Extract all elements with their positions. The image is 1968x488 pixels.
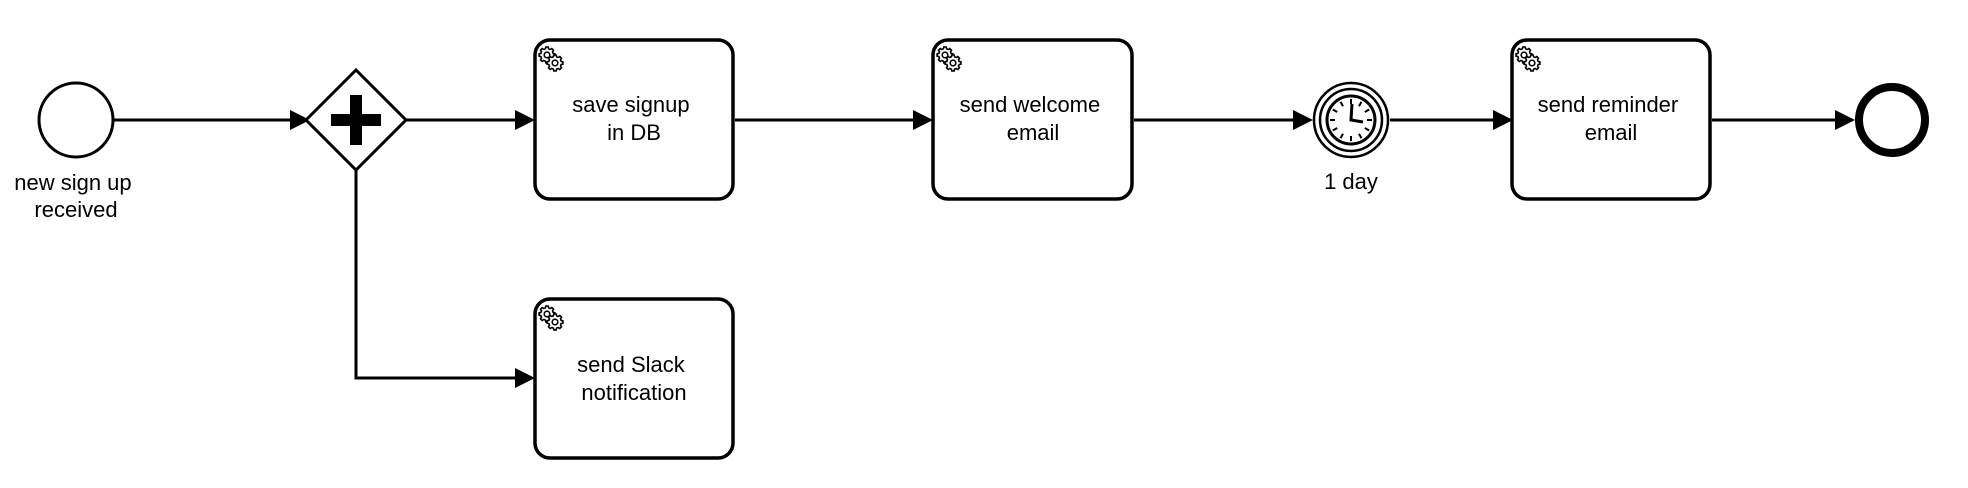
task-send-slack[interactable]: send Slack notification — [533, 297, 735, 460]
start-event-label-line-2: received — [34, 197, 117, 222]
flow-send-reminder-to-end[interactable] — [1712, 110, 1855, 130]
end-event[interactable] — [1855, 83, 1929, 157]
flow-timer-to-send-reminder[interactable] — [1390, 110, 1513, 130]
flow-start-to-gateway[interactable] — [113, 110, 310, 130]
flow-send-welcome-to-timer[interactable] — [1134, 110, 1313, 130]
task-send-welcome[interactable]: send welcome email — [931, 38, 1134, 201]
task-send-reminder[interactable]: send reminder email — [1510, 38, 1712, 201]
start-event-label-line-1: new sign up — [14, 170, 131, 195]
flow-gateway-to-save-signup[interactable] — [405, 110, 535, 130]
timer-event-label-line-1: 1 day — [1324, 169, 1378, 194]
task-send-reminder-label-line-2: email — [1585, 120, 1638, 145]
parallel-gateway[interactable] — [303, 67, 409, 173]
task-send-reminder-box[interactable] — [1510, 38, 1712, 201]
task-send-welcome-label-line-1: send welcome — [960, 92, 1101, 117]
task-send-slack-box[interactable] — [533, 297, 735, 460]
flow-gateway-to-send-slack[interactable] — [354, 169, 535, 388]
task-save-signup-label-line-2: in DB — [607, 120, 661, 145]
task-send-welcome-label-line-2: email — [1007, 120, 1060, 145]
plus-icon — [331, 95, 381, 145]
flow-save-signup-to-send-welcome[interactable] — [735, 110, 933, 130]
clock-icon — [1325, 94, 1377, 146]
timer-event[interactable]: 1 day — [1312, 81, 1390, 194]
sequence-flows — [113, 110, 1855, 388]
timer-event-inner-circle — [1318, 87, 1384, 153]
start-event-label: new sign up received — [14, 170, 138, 222]
task-send-reminder-label: send reminder email — [1538, 92, 1685, 145]
start-event-circle[interactable] — [37, 81, 115, 159]
task-save-signup-label-line-1: save signup — [572, 92, 689, 117]
task-send-reminder-label-line-1: send reminder — [1538, 92, 1679, 117]
task-send-slack-label-line-2: notification — [581, 380, 686, 405]
task-send-welcome-box[interactable] — [931, 38, 1134, 201]
timer-event-label: 1 day — [1324, 169, 1378, 194]
start-event[interactable]: new sign up received — [14, 81, 138, 222]
end-event-circle[interactable] — [1855, 83, 1929, 157]
task-send-welcome-label: send welcome email — [960, 92, 1107, 145]
task-save-signup-label: save signup in DB — [572, 92, 696, 145]
task-save-signup-box[interactable] — [533, 38, 735, 201]
task-send-slack-label: send Slack notification — [577, 352, 691, 405]
task-send-slack-label-line-1: send Slack — [577, 352, 686, 377]
task-save-signup[interactable]: save signup in DB — [533, 38, 735, 201]
